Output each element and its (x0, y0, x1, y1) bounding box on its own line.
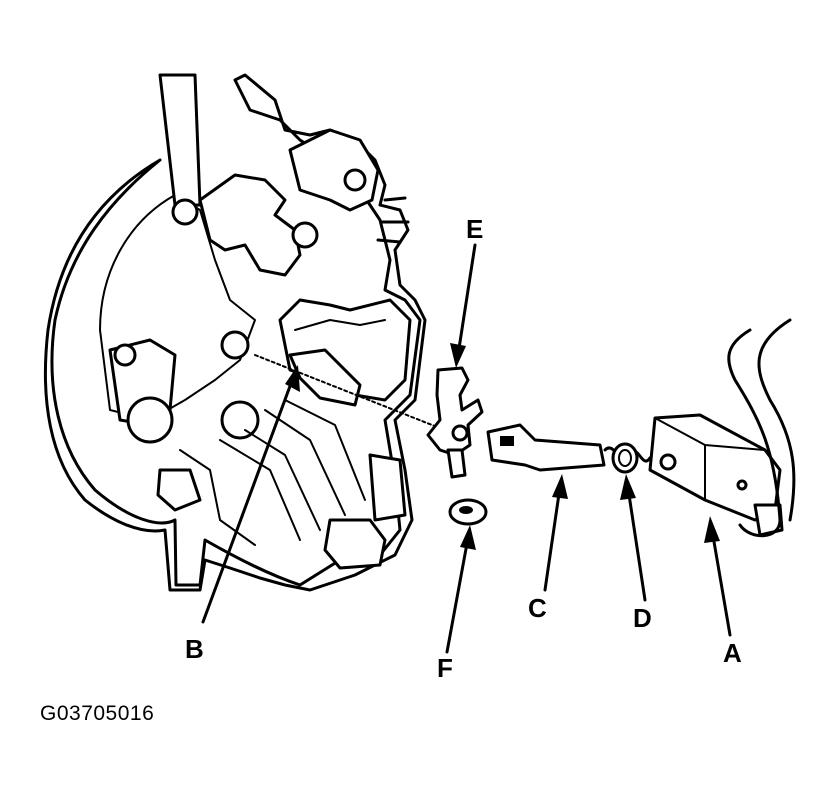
part-c-plunger-rod (486, 423, 606, 472)
callout-leaders (201, 243, 732, 654)
part-f-grommet (448, 498, 488, 526)
part-e-bracket (426, 366, 484, 479)
callout-label-e: E (466, 214, 483, 244)
callout-label-a: A (723, 638, 742, 668)
part-a-actuator (648, 318, 796, 538)
door-lock-assembly (43, 73, 471, 592)
figure-id: G03705016 (40, 702, 155, 725)
callout-label-d: D (633, 603, 652, 633)
callout-label-c: C (528, 593, 547, 623)
part-d-spring (603, 442, 652, 474)
callout-label-f: F (437, 653, 453, 683)
callout-label-b: B (185, 634, 204, 664)
